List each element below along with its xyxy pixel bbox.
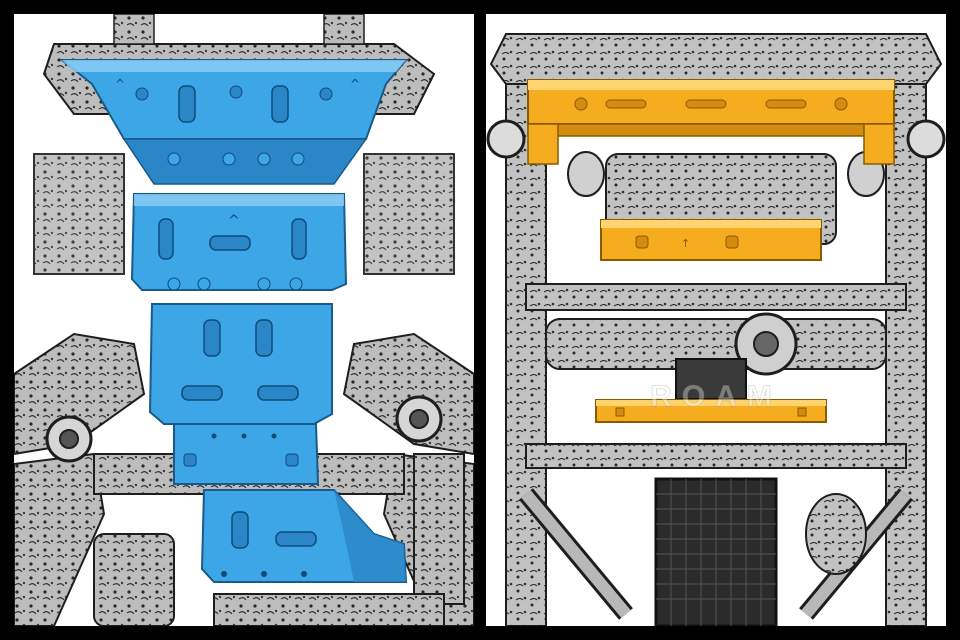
roam-watermark-text: ROAM (650, 380, 782, 413)
blue-skid-plate-engine: ^ (130, 193, 348, 291)
orange-crossmember-mid: ↑ (600, 219, 822, 261)
blue-skid-plate-front: ^ ^ (59, 59, 409, 185)
svg-text:↑: ↑ (681, 237, 690, 250)
right-render-panel: ↑ ROAM (486, 14, 946, 626)
svg-text:^: ^ (350, 77, 360, 91)
left-render-panel: ^ ^ ^ (14, 14, 474, 626)
chassis-right-side (342, 153, 474, 626)
transmission-dark-block (675, 358, 747, 400)
blue-skid-plate-transfer-case (173, 423, 320, 485)
orange-crossmember-front (527, 79, 895, 165)
chassis-left-side (14, 153, 175, 626)
roam-watermark: ROAM (650, 380, 782, 414)
orange-crossmember-rear (595, 399, 827, 423)
blue-skid-plate-rear (200, 489, 408, 583)
blue-skid-plate-transmission (148, 303, 333, 425)
left-chassis-render: ^ ^ ^ (14, 14, 474, 626)
right-chassis-render: ↑ ROAM (486, 33, 946, 626)
svg-text:^: ^ (228, 213, 240, 229)
fuel-tank-grid (654, 477, 778, 626)
svg-text:^: ^ (115, 77, 125, 91)
front-bumper-frame-right (489, 33, 943, 85)
rear-crossbar-and-suspension (519, 443, 913, 620)
frame-rails (486, 83, 946, 626)
